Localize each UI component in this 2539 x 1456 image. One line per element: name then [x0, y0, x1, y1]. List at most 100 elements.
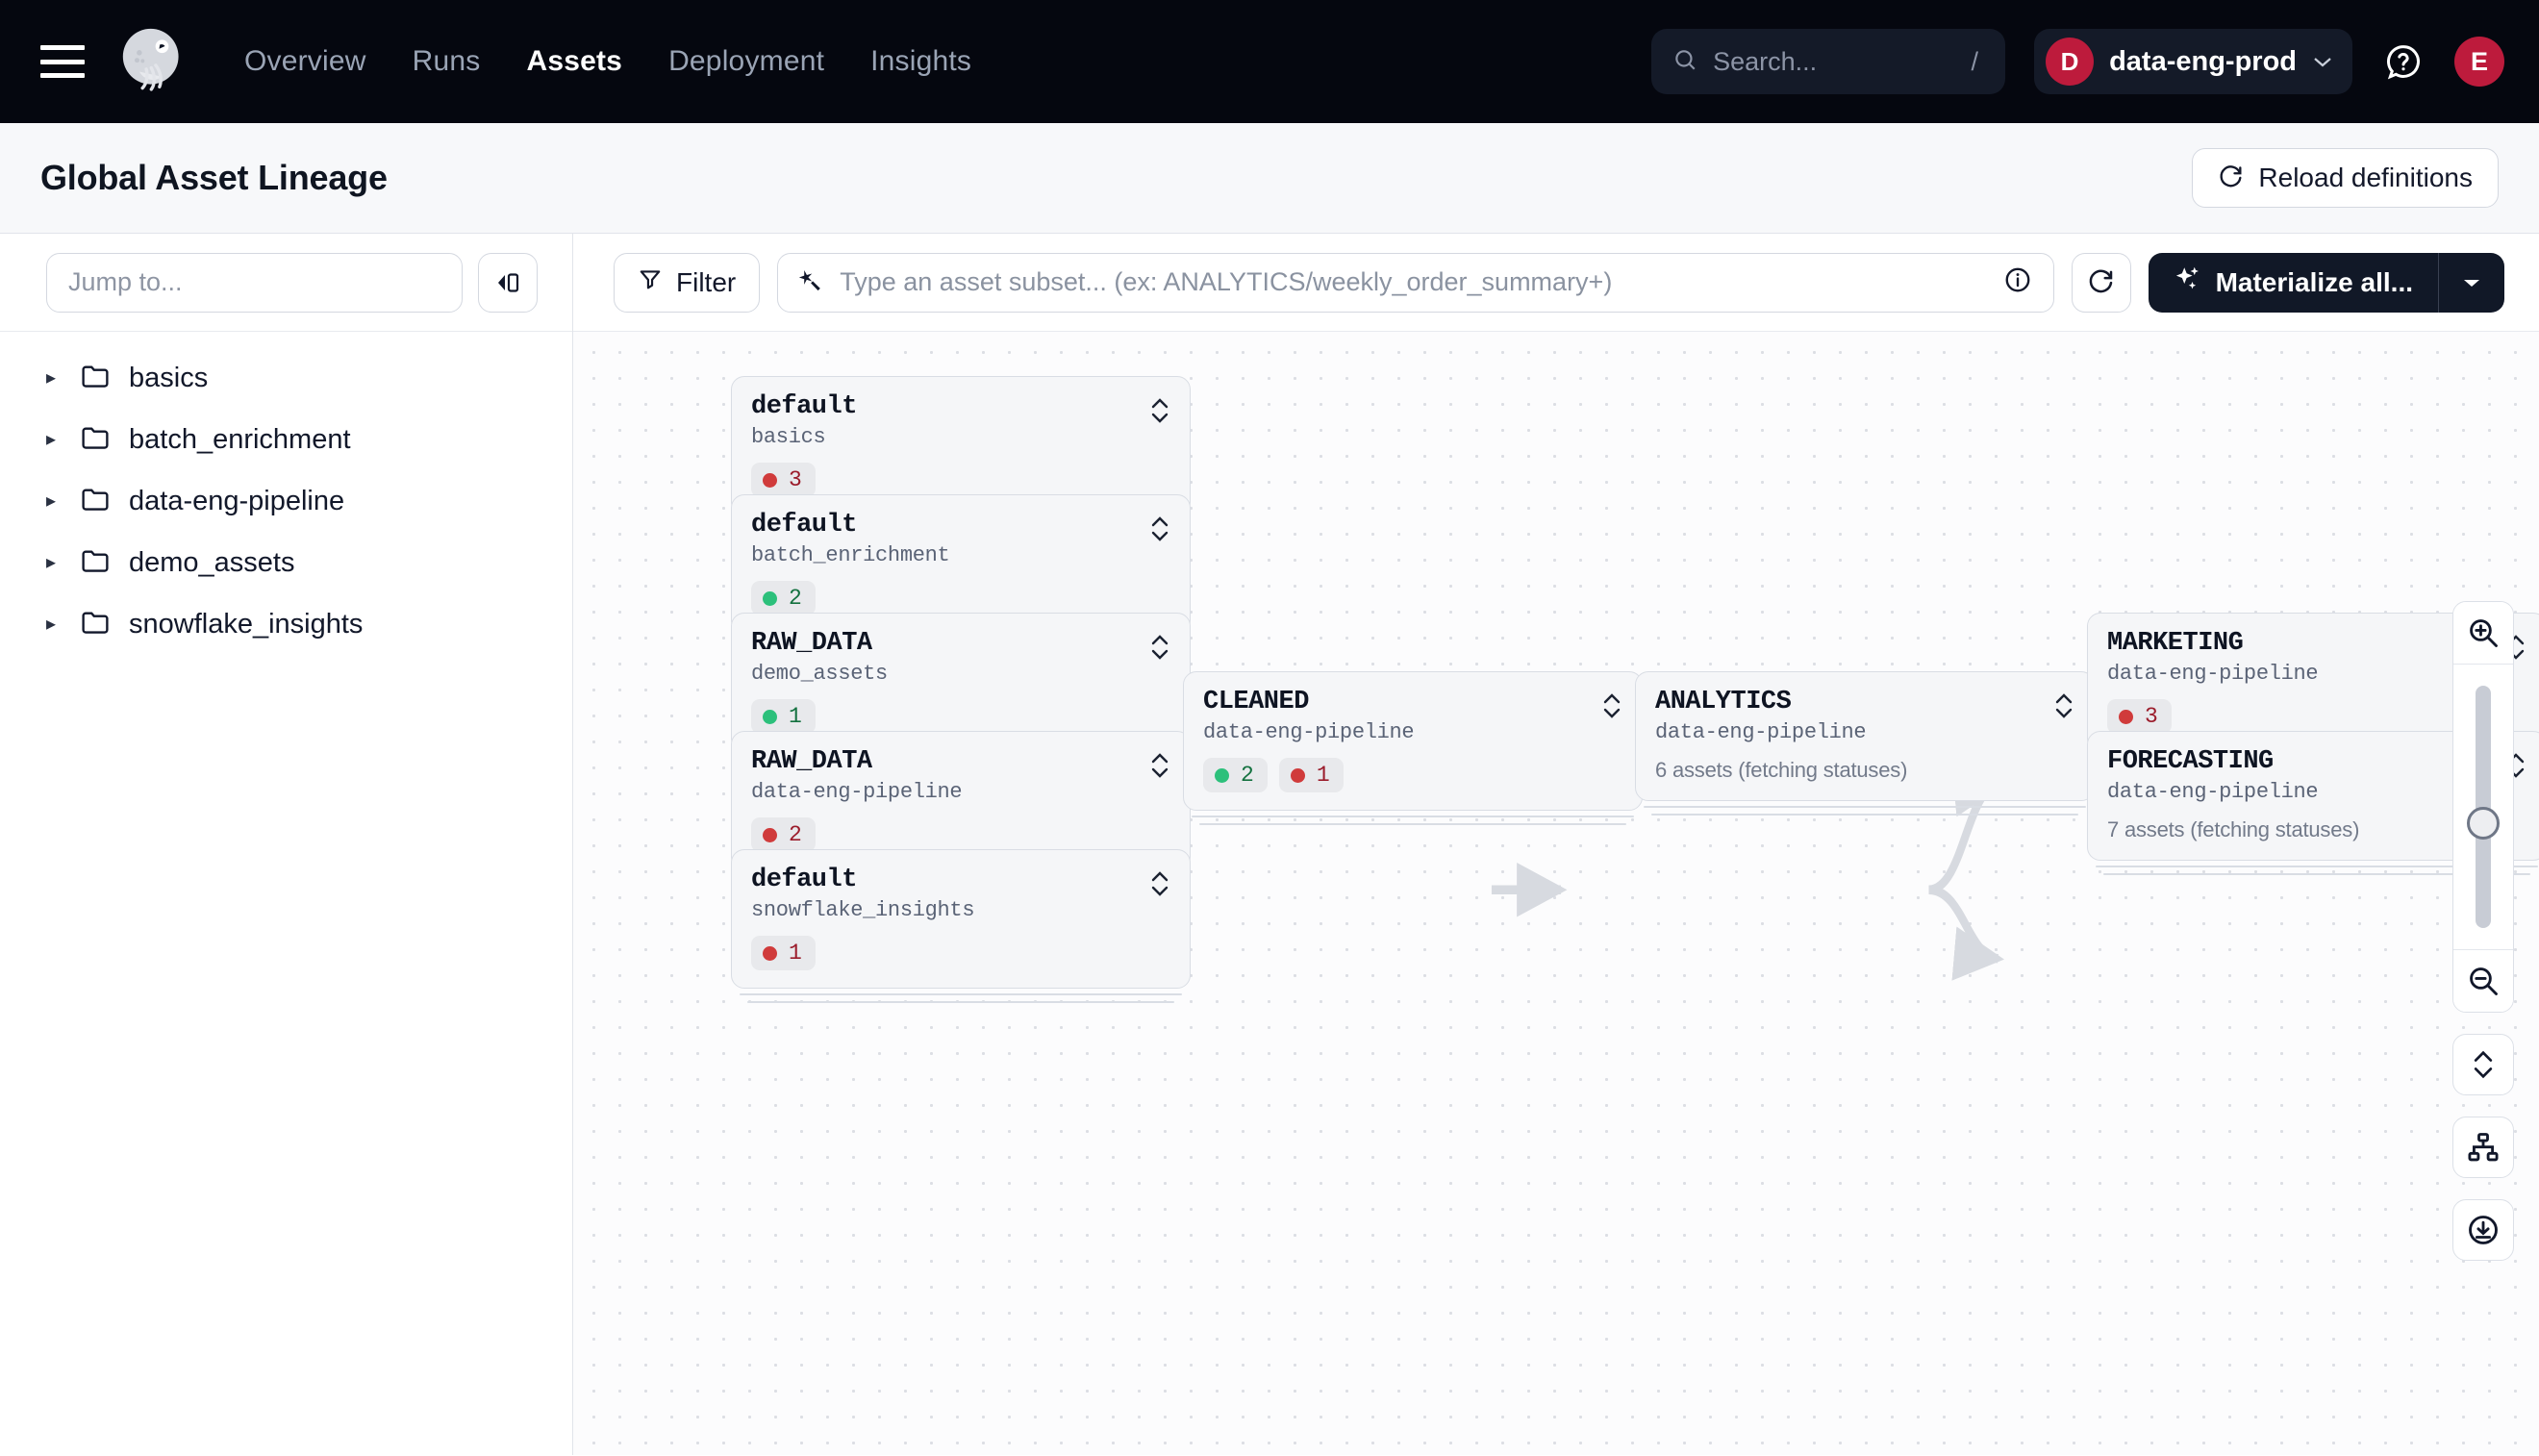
zoom-slider-thumb[interactable] [2467, 807, 2500, 840]
chevron-right-icon[interactable]: ▸ [46, 552, 57, 573]
lineage-canvas[interactable]: default basics 3 [573, 332, 2539, 1455]
expand-collapse-icon[interactable] [1149, 392, 1170, 427]
node-subtitle: data-eng-pipeline [751, 780, 963, 804]
status-badge[interactable]: 3 [2107, 699, 2172, 734]
status-count: 1 [1316, 763, 1330, 788]
node-header: ANALYTICS data-eng-pipeline [1655, 688, 2074, 744]
status-count: 3 [2145, 704, 2158, 729]
expand-collapse-icon[interactable] [1601, 688, 1622, 722]
chevron-right-icon[interactable]: ▸ [46, 429, 57, 450]
node-status-badges: 3 [751, 463, 1170, 497]
status-badge[interactable]: 1 [751, 699, 816, 734]
user-avatar[interactable]: E [2454, 37, 2504, 87]
reload-definitions-label: Reload definitions [2258, 163, 2473, 192]
asset-group-node-snowflake-insights-default[interactable]: default snowflake_insights 1 [731, 849, 1191, 1003]
sidebar-item-label: demo_assets [129, 546, 295, 578]
nav-link-deployment[interactable]: Deployment [668, 45, 825, 77]
sidebar-item-basics[interactable]: ▸ basics [0, 347, 572, 409]
asset-group-node-batch-enrichment-default[interactable]: default batch_enrichment 2 [731, 494, 1191, 648]
collapse-panel-icon[interactable] [478, 252, 538, 313]
filter-button[interactable]: Filter [614, 252, 761, 313]
status-count: 1 [789, 941, 802, 966]
status-badge[interactable]: 1 [751, 936, 816, 970]
materialize-all-button[interactable]: Materialize all... [2148, 252, 2504, 313]
status-dot-success-icon [763, 709, 777, 724]
info-circle-icon[interactable] [2003, 265, 2032, 299]
folder-icon [81, 425, 110, 455]
asset-group-sidebar: ▸ basics ▸ batch_enrichment ▸ [0, 234, 573, 1455]
expand-collapse-icon[interactable] [1149, 511, 1170, 545]
chevron-right-icon[interactable]: ▸ [46, 367, 57, 389]
zoom-in-icon[interactable] [2453, 602, 2513, 664]
materialize-all-main[interactable]: Materialize all... [2149, 253, 2438, 313]
chevron-right-icon[interactable]: ▸ [46, 490, 57, 512]
nav-link-assets[interactable]: Assets [526, 45, 623, 77]
node-header: MARKETING data-eng-pipeline [2107, 629, 2526, 686]
node-title: RAW_DATA [751, 747, 872, 776]
asset-group-tree: ▸ basics ▸ batch_enrichment ▸ [0, 332, 572, 655]
zoom-out-icon[interactable] [2453, 950, 2513, 1012]
refresh-graph-button[interactable] [2071, 252, 2131, 313]
status-badge[interactable]: 1 [1278, 758, 1344, 792]
expand-vertical-icon[interactable] [2452, 1034, 2514, 1095]
page-header: Global Asset Lineage Reload definitions [0, 123, 2539, 234]
nav-right-cluster: Search... / D data-eng-prod E [1651, 0, 2504, 123]
node-header: RAW_DATA data-eng-pipeline [751, 747, 1170, 804]
status-badge[interactable]: 2 [751, 817, 816, 852]
status-badge[interactable]: 2 [1203, 758, 1268, 792]
hamburger-menu-icon[interactable] [40, 45, 85, 78]
sidebar-item-batch-enrichment[interactable]: ▸ batch_enrichment [0, 409, 572, 470]
filter-label: Filter [676, 266, 737, 297]
sidebar-item-demo-assets[interactable]: ▸ demo_assets [0, 532, 572, 593]
materialize-dropdown-caret[interactable] [2439, 253, 2504, 313]
status-dot-failed-icon [763, 827, 777, 842]
help-circle-icon[interactable] [2381, 39, 2426, 84]
global-search-input[interactable]: Search... / [1651, 29, 2006, 94]
folder-icon [81, 548, 110, 578]
search-icon [1672, 47, 1697, 77]
status-badge[interactable]: 3 [751, 463, 816, 497]
zoom-slider[interactable] [2453, 665, 2513, 949]
asset-group-node-analytics[interactable]: ANALYTICS data-eng-pipeline 6 assets (fe… [1635, 671, 2095, 816]
asset-subset-input[interactable]: Type an asset subset... (ex: ANALYTICS/w… [777, 252, 2054, 313]
status-dot-failed-icon [2119, 709, 2133, 724]
refresh-icon [2218, 162, 2245, 195]
nav-link-overview[interactable]: Overview [244, 45, 366, 77]
page-title: Global Asset Lineage [40, 158, 388, 197]
sidebar-item-snowflake-insights[interactable]: ▸ snowflake_insights [0, 593, 572, 655]
node-title: RAW_DATA [751, 629, 872, 658]
node-subtitle: basics [751, 425, 826, 449]
expand-collapse-icon[interactable] [1149, 866, 1170, 900]
status-count: 1 [789, 704, 802, 729]
status-badge[interactable]: 2 [751, 581, 816, 615]
hierarchy-icon[interactable] [2452, 1117, 2514, 1178]
status-dot-failed-icon [763, 472, 777, 488]
sidebar-item-data-eng-pipeline[interactable]: ▸ data-eng-pipeline [0, 470, 572, 532]
nav-link-insights[interactable]: Insights [870, 45, 972, 77]
reload-definitions-button[interactable]: Reload definitions [2192, 148, 2499, 208]
asset-group-node-cleaned[interactable]: CLEANED data-eng-pipeline 2 [1183, 671, 1643, 825]
node-asset-count-status: 6 assets (fetching statuses) [1655, 758, 1908, 782]
dagster-logo-icon[interactable] [110, 19, 194, 104]
expand-collapse-icon[interactable] [2053, 688, 2074, 722]
jump-to-input[interactable] [46, 252, 463, 313]
download-circle-icon[interactable] [2452, 1199, 2514, 1261]
nav-link-runs[interactable]: Runs [412, 45, 481, 77]
node-status-badges: 3 [2107, 699, 2526, 734]
asset-group-node-pipeline-raw-data[interactable]: RAW_DATA data-eng-pipeline 2 [731, 731, 1191, 885]
deployment-picker[interactable]: D data-eng-prod [2034, 29, 2352, 94]
status-dot-failed-icon [763, 945, 777, 961]
expand-collapse-icon[interactable] [1149, 629, 1170, 664]
node-header: FORECASTING data-eng-pipeline [2107, 747, 2526, 804]
node-subtitle: data-eng-pipeline [2107, 662, 2319, 686]
materialize-divider [2438, 252, 2439, 313]
asset-selection-icon [797, 266, 824, 298]
status-count: 2 [1241, 763, 1254, 788]
zoom-controls [2452, 601, 2514, 1261]
lineage-graph-panel: Filter Type an asset subset... (ex: ANAL… [573, 234, 2539, 1455]
status-count: 2 [789, 822, 802, 847]
node-subtitle: data-eng-pipeline [1655, 720, 1867, 744]
chevron-right-icon[interactable]: ▸ [46, 614, 57, 635]
expand-collapse-icon[interactable] [1149, 747, 1170, 782]
node-subtitle: demo_assets [751, 662, 888, 686]
